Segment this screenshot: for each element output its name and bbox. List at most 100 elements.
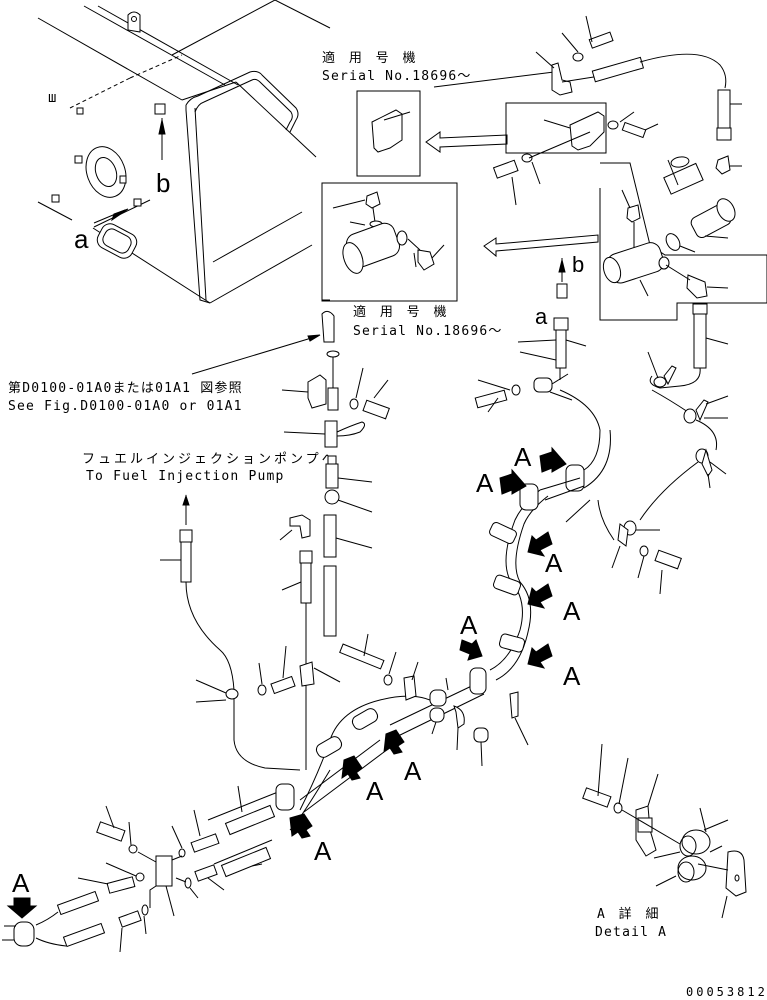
valve-handle [336,421,366,437]
clamp-block [493,574,521,596]
clamp [533,377,553,393]
grommet [429,707,445,723]
nut [133,198,142,207]
cap-nut [154,103,166,115]
arrow-A [499,468,527,495]
elbow-fitting [626,204,641,223]
bolt [588,31,614,49]
double-clamp [275,783,295,811]
view-label-a-upper: a [535,304,548,329]
hose [224,804,276,836]
spacer [473,727,489,743]
filter [663,162,704,195]
marker-a: A [476,468,494,498]
fuel-pump-note-en: To Fuel Injection Pump [86,469,285,484]
bracket-plate [725,850,747,897]
marker-a: A [314,836,332,866]
elbow [289,514,311,539]
detail-a [582,743,747,919]
document-number: 00053812 [686,985,767,999]
arrow-left-lower [483,234,599,258]
hose [693,309,707,369]
hose-clamp [324,489,340,505]
double-clamp [469,667,487,695]
clamp [299,661,315,687]
double-clamp [351,708,379,730]
bracket [371,109,403,153]
bracket [403,675,417,701]
bolt [362,399,390,420]
main-pipe-run [207,258,611,865]
serial-note-top-en: Serial No.18696～ [322,69,472,84]
view-label-a: a [74,224,89,254]
tank-tag: ш [48,90,56,106]
bolt [270,675,296,695]
clamp [683,408,697,424]
hose [323,565,337,637]
hose [180,541,192,583]
long-bolt [339,643,385,670]
arrow-down-A [6,897,38,919]
marker-a: A [366,776,384,806]
hose [56,890,100,916]
arrow-A [539,446,567,473]
o-ring [665,233,681,251]
elbow-fitting [365,191,381,209]
bracket-plate [569,111,605,151]
nut [76,107,84,115]
double-clamp [13,921,35,947]
marker-a: A [12,868,30,898]
nut [74,155,83,164]
bracket [307,374,327,409]
bolt [654,549,682,570]
bracket [453,705,465,729]
serial-note-mid-en: Serial No.18696～ [353,324,503,339]
nut [51,194,60,203]
fitting [118,910,142,928]
arrow-A [527,643,553,669]
bracket [509,691,519,719]
nipple [325,463,339,489]
bolt [582,787,612,808]
right-hose-run [597,303,729,595]
marker-a: A [563,596,581,626]
hose [555,329,567,369]
arrow-A [459,639,483,661]
detail-a-title-en: Detail A [595,925,667,940]
upper-right-assembly [433,15,767,321]
hose [62,922,106,948]
fitting [106,876,136,894]
serial-note-top-jp: 適 用 号 機 [322,50,418,66]
bolt [621,121,647,139]
arrow-A [341,755,363,781]
inset-sensor-view [321,182,458,302]
clamp [225,688,239,700]
access-cover [96,223,138,259]
gauge-flange [85,146,127,198]
marker-a: A [404,756,422,786]
hose-end [717,89,731,131]
nut [119,175,127,184]
manifold-block [155,855,173,887]
detail-a-title-jp: A 詳 細 [597,906,661,922]
see-fig-note-en: See Fig.D0100-01A0 or 01A1 [8,399,243,414]
clamp-block [489,521,517,545]
arrow-left [425,131,508,153]
marker-a: A [514,442,532,472]
double-clamp [565,464,585,492]
lower-left-manifold [2,785,313,953]
clamp-block [498,633,526,653]
clamp [653,376,667,388]
fuel-tank [37,0,331,304]
hose [220,846,272,878]
serial-note-mid-jp: 適 用 号 機 [353,304,449,320]
grommet [429,689,447,707]
bolt [96,821,126,842]
hose [323,514,337,558]
bolt [492,159,519,179]
fitting [190,833,220,853]
double-clamp [519,483,539,511]
hose [321,310,335,343]
connector [686,274,708,299]
